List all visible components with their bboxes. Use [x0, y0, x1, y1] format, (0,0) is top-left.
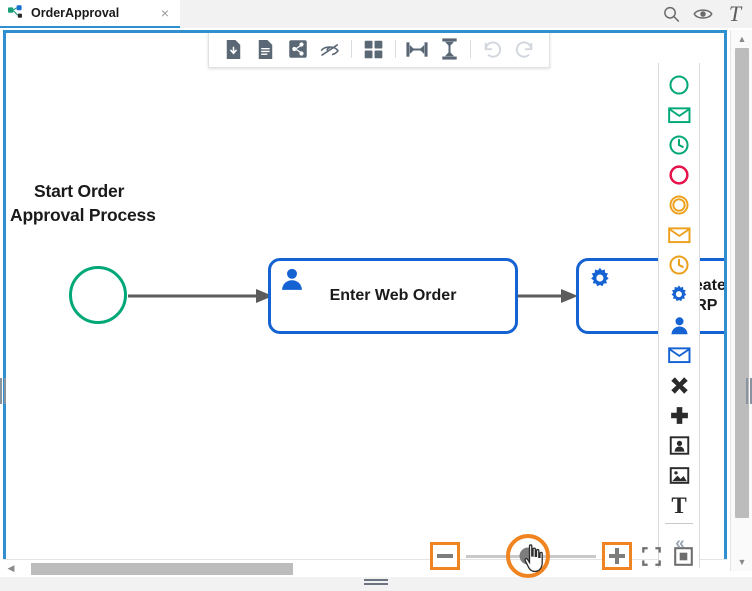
user-icon: [279, 266, 305, 292]
palette-image-icon[interactable]: [664, 460, 694, 490]
palette-intermediate-event-icon[interactable]: [664, 190, 694, 220]
tab-orderapproval[interactable]: OrderApproval ×: [0, 0, 180, 28]
palette-timer-start-icon[interactable]: [664, 130, 694, 160]
eye-slash-icon[interactable]: [314, 34, 346, 64]
task-label: Enter Web Order: [329, 287, 457, 304]
palette-parallel-gateway-icon[interactable]: [664, 400, 694, 430]
zoom-out-button[interactable]: [430, 542, 460, 570]
tab-label: OrderApproval: [31, 6, 120, 20]
palette-text-icon[interactable]: T: [671, 492, 687, 518]
palette-exclusive-gateway-icon[interactable]: [664, 370, 694, 400]
palette-message-event-icon[interactable]: [664, 220, 694, 250]
palette-end-event-icon[interactable]: [664, 160, 694, 190]
zoom-slider-handle[interactable]: [519, 547, 537, 565]
palette-service-task-icon[interactable]: [664, 280, 694, 310]
flow-start-to-enter-web-order[interactable]: [128, 288, 273, 304]
search-icon[interactable]: [660, 3, 682, 25]
toolbar-divider: [470, 40, 472, 58]
scroll-down-arrow[interactable]: ▼: [737, 557, 747, 567]
bottom-bar: [0, 577, 752, 591]
gear-icon: [587, 266, 613, 292]
eye-icon[interactable]: [692, 3, 714, 25]
fit-to-screen-button[interactable]: [638, 543, 664, 569]
zoom-slider[interactable]: [466, 534, 596, 578]
start-event[interactable]: [69, 266, 127, 324]
top-bar-actions: T: [660, 0, 746, 28]
scroll-left-arrow[interactable]: ◀: [7, 563, 15, 573]
diagram-canvas-frame: Start Order Approval Process: [3, 30, 727, 571]
redo-icon[interactable]: [509, 34, 541, 64]
vertical-scrollbar[interactable]: ▲ ▼: [730, 30, 752, 571]
diagram-canvas[interactable]: Start Order Approval Process: [6, 33, 724, 568]
palette-collapse-button[interactable]: «: [675, 533, 684, 552]
process-title-line1: Start Order: [34, 181, 125, 201]
toolbar-divider: [351, 40, 353, 58]
toolbar-divider: [394, 40, 396, 58]
grid-layout-icon[interactable]: [357, 34, 389, 64]
distribute-horizontal-icon[interactable]: [401, 34, 433, 64]
palette-timer-event-icon[interactable]: [664, 250, 694, 280]
zoom-controls: [430, 534, 696, 578]
palette-divider: [665, 523, 693, 524]
horizontal-scroll-track[interactable]: [19, 562, 727, 575]
palette-user-task-icon[interactable]: [664, 310, 694, 340]
palette-pool-icon[interactable]: [664, 430, 694, 460]
horizontal-scroll-thumb[interactable]: [31, 562, 293, 575]
scroll-up-arrow[interactable]: ▲: [737, 34, 747, 44]
flow-enter-web-order-to-erp[interactable]: [518, 288, 578, 304]
task-label: Create ERP: [579, 261, 724, 331]
diagram-icon: [8, 5, 24, 21]
undo-icon[interactable]: [476, 34, 508, 64]
distribute-vertical-icon[interactable]: [433, 34, 465, 64]
palette-start-event-icon[interactable]: [664, 70, 694, 100]
actual-size-button[interactable]: [670, 543, 696, 569]
horizontal-scrollbar[interactable]: ◀: [3, 559, 727, 577]
zoom-in-button[interactable]: [602, 542, 632, 570]
share-icon[interactable]: [282, 34, 314, 64]
bpmn-diagram: Start Order Approval Process: [6, 33, 724, 568]
bottom-splitter-handle[interactable]: [364, 579, 388, 587]
document-icon[interactable]: [249, 34, 281, 64]
vertical-scroll-thumb[interactable]: [735, 48, 749, 518]
task-enter-web-order[interactable]: Enter Web Order: [268, 258, 518, 334]
left-splitter-handle[interactable]: [0, 378, 6, 404]
right-splitter-handle[interactable]: [746, 378, 752, 404]
task-create-order-erp[interactable]: Create ERP: [576, 258, 724, 334]
export-file-icon[interactable]: [217, 34, 249, 64]
minus-icon: [437, 554, 453, 558]
process-title-line2: Approval Process: [10, 205, 156, 225]
close-icon[interactable]: ×: [160, 5, 170, 21]
palette-send-task-icon[interactable]: [664, 340, 694, 370]
text-format-icon[interactable]: T: [728, 1, 742, 26]
diagram-toolbar: [208, 33, 550, 68]
shape-palette: T «: [658, 63, 700, 568]
top-bar: OrderApproval × T: [0, 0, 752, 28]
palette-message-start-icon[interactable]: [664, 100, 694, 130]
